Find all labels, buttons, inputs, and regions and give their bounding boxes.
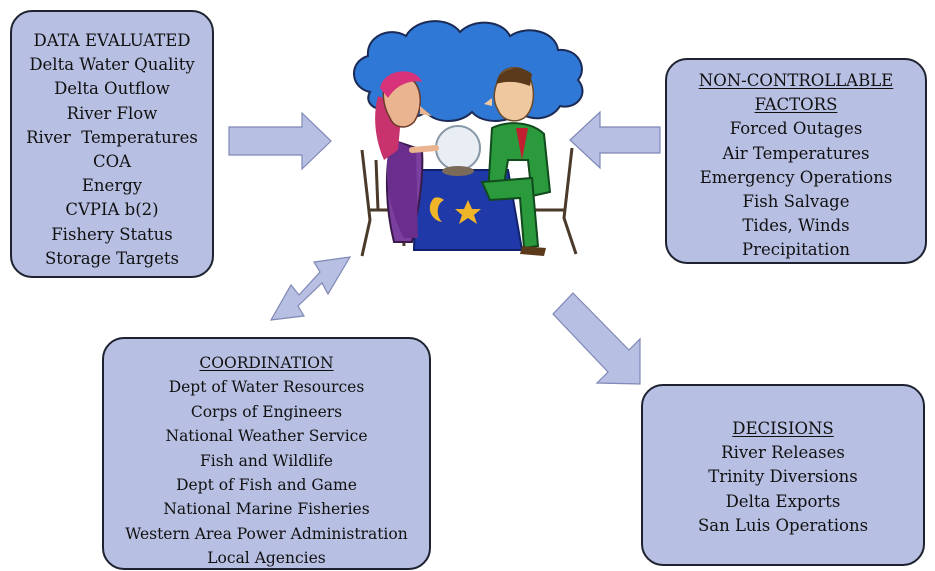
decisions-title: DECISIONS bbox=[732, 419, 834, 438]
data-evaluated-box: DATA EVALUATED Delta Water Quality Delta… bbox=[10, 10, 214, 278]
decisions-item: Trinity Diversions bbox=[708, 467, 858, 487]
coordination-item: Dept of Water Resources bbox=[168, 378, 365, 397]
arrow-noncontrollable-to-center bbox=[569, 110, 661, 170]
data-evaluated-title: DATA EVALUATED bbox=[33, 31, 191, 50]
coordination-item: Dept of Fish and Game bbox=[176, 476, 357, 495]
coordination-item: Corps of Engineers bbox=[190, 402, 343, 421]
moon-icon bbox=[429, 197, 444, 222]
arrow-data-to-center bbox=[228, 111, 332, 171]
decisions-box: DECISIONS River Releases Trinity Diversi… bbox=[641, 384, 925, 566]
coordination-item: Local Agencies bbox=[207, 549, 326, 568]
crystal-ball-base bbox=[442, 166, 474, 176]
non-controllable-item: Tides, Winds bbox=[742, 216, 850, 236]
crystal-ball-icon bbox=[435, 125, 481, 171]
data-evaluated-item: Storage Targets bbox=[44, 248, 180, 268]
non-controllable-item: Fish Salvage bbox=[742, 192, 850, 212]
data-evaluated-item: COA bbox=[92, 152, 132, 172]
coordination-item: Fish and Wildlife bbox=[200, 451, 333, 470]
man-figure bbox=[480, 67, 552, 256]
fortune-teller-illustration bbox=[353, 20, 584, 257]
data-evaluated-item: Fishery Status bbox=[51, 224, 173, 244]
data-evaluated-item: Delta Outflow bbox=[54, 79, 170, 99]
data-evaluated-item: River Flow bbox=[66, 103, 158, 123]
coordination-item: National Marine Fisheries bbox=[163, 500, 370, 519]
fortune-teller-figure bbox=[375, 71, 439, 243]
coordination-box: COORDINATION Dept of Water Resources Cor… bbox=[102, 337, 431, 570]
non-controllable-title-line2: FACTORS bbox=[754, 95, 838, 115]
non-controllable-item: Precipitation bbox=[741, 240, 851, 260]
data-evaluated-item: Delta Water Quality bbox=[29, 55, 195, 75]
coordination-item: Western Area Power Administration bbox=[125, 524, 408, 543]
coordination-title: COORDINATION bbox=[199, 354, 334, 372]
arrow-coordination-center-double bbox=[269, 256, 352, 321]
non-controllable-factors-box: NON-CONTROLLABLE FACTORS Forced Outages … bbox=[665, 58, 927, 264]
data-evaluated-item: Energy bbox=[81, 176, 143, 196]
star-icon bbox=[455, 200, 481, 224]
decisions-item: Delta Exports bbox=[725, 491, 841, 511]
decisions-item: San Luis Operations bbox=[697, 515, 869, 535]
non-controllable-item: Emergency Operations bbox=[699, 167, 893, 187]
decisions-item: River Releases bbox=[721, 443, 845, 463]
non-controllable-item: Air Temperatures bbox=[722, 143, 870, 163]
data-evaluated-item: River Temperatures bbox=[26, 127, 198, 147]
coordination-item: National Weather Service bbox=[165, 427, 368, 446]
non-controllable-item: Forced Outages bbox=[729, 119, 863, 139]
non-controllable-title-line1: NON-CONTROLLABLE bbox=[698, 71, 894, 90]
arrow-center-to-decisions bbox=[552, 292, 641, 385]
data-evaluated-item: CVPIA b(2) bbox=[65, 200, 159, 220]
